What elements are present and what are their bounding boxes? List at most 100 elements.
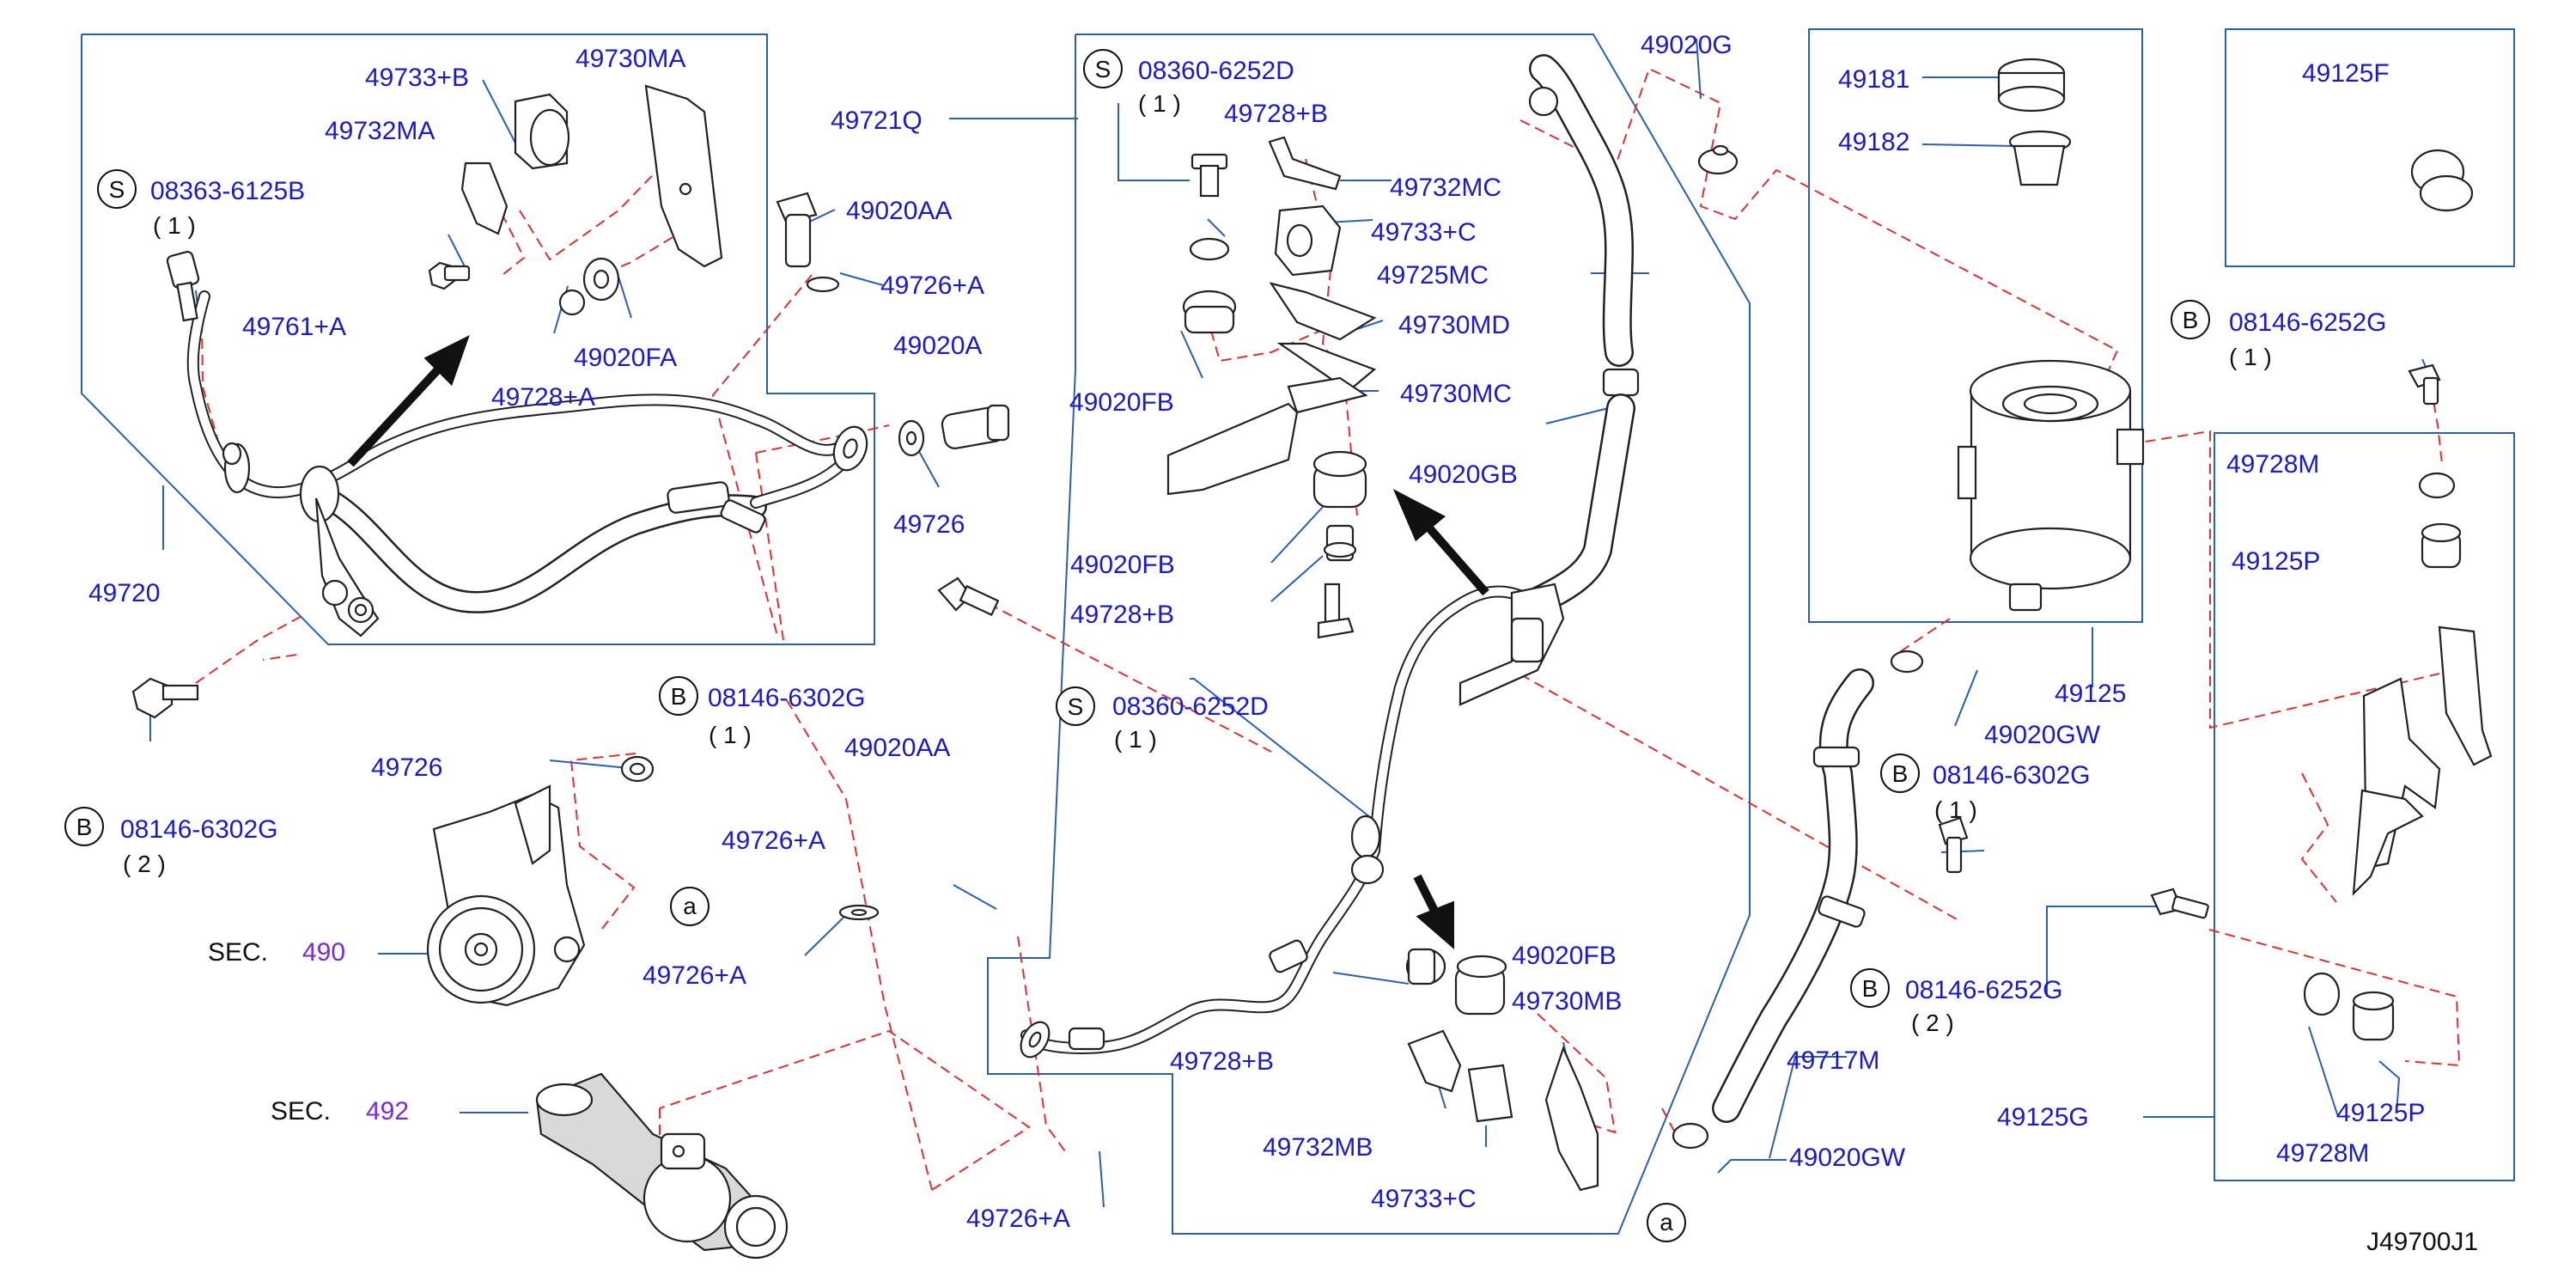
callout-49020aa-mid: 49020AA [844, 734, 950, 762]
badge-b-text: B [671, 683, 687, 710]
callout-49721q: 49721Q [831, 107, 923, 135]
callout-49125f: 49125F [2302, 59, 2390, 88]
badge-b-icon [1880, 753, 1920, 793]
callout-49728-b-top: 49728+B [1224, 100, 1328, 128]
callout-49732mc: 49732MC [1390, 174, 1501, 202]
callout-49720: 49720 [88, 579, 160, 607]
sec-492-prefix: SEC. [271, 1097, 331, 1126]
sec-490-number: 490 [302, 938, 345, 967]
connector-a-label: a [1659, 1209, 1673, 1235]
callout-08146-6302g-right: 08146-6302G [1933, 761, 2091, 790]
lower-center-clamp-group [1405, 948, 1599, 1192]
callout-49182: 49182 [1838, 128, 1909, 156]
callout-08146-6302g-mid: 08146-6302G [708, 684, 866, 712]
callout-49717m: 49717M [1787, 1046, 1879, 1075]
badge-b-icon [1850, 968, 1890, 1008]
badge-b-text: B [76, 814, 93, 840]
callout-49730md: 49730MD [1398, 311, 1510, 339]
badge-s-icon [1083, 49, 1123, 88]
callout-49726-a-mid: 49726+A [722, 827, 825, 855]
badge-s-text: S [1095, 56, 1111, 82]
badge-b-text: B [1862, 975, 1879, 1002]
callout-49733-c-top: 49733+C [1371, 218, 1477, 247]
pressure-pipe-assembly [186, 290, 868, 638]
section-references: SEC. 490 SEC. 492 [208, 938, 409, 1126]
badge-s-text: S [1068, 693, 1084, 720]
center-mount-cluster [1166, 136, 1377, 639]
connector-markers: a a [670, 887, 1686, 1242]
callout-49125p-top: 49125P [2232, 547, 2320, 576]
callout-49726-a-bottom: 49726+A [966, 1205, 1070, 1233]
badge-s-icon [97, 169, 137, 209]
callout-49733-c-low: 49733+C [1371, 1185, 1477, 1213]
badge-b-icon [64, 807, 104, 846]
badge-s-icon [1056, 686, 1095, 726]
callout-49726-a-top: 49726+A [880, 271, 984, 300]
callout-49125g: 49125G [1997, 1103, 2089, 1132]
frame-cap-group [2225, 28, 2515, 267]
return-hose [1459, 54, 1640, 706]
badge-b-text: B [1892, 760, 1909, 787]
callout-49020gb: 49020GB [1409, 461, 1518, 489]
frame-bracket-group [2214, 432, 2515, 1181]
qty-08146-6252g-top: ( 1 ) [2229, 344, 2272, 370]
callout-49020g: 49020G [1641, 31, 1733, 59]
badge-b-icon [2171, 300, 2210, 339]
hose-clamp-49020g [1697, 144, 1739, 175]
callout-08363-6125b: 08363-6125B [150, 177, 305, 205]
callout-49730ma: 49730MA [575, 45, 685, 73]
callout-49020fb-low: 49020FB [1512, 942, 1617, 970]
connector-a-icon [670, 887, 709, 926]
direction-arrows [347, 335, 1489, 949]
callout-49181: 49181 [1838, 65, 1909, 94]
callout-49728-b-mid: 49728+B [1070, 601, 1174, 629]
qty-08146-6302g-right: ( 1 ) [1934, 796, 1977, 823]
callout-49020gw-low: 49020GW [1789, 1144, 1906, 1172]
callout-49726-top: 49726 [893, 510, 965, 539]
callout-49125: 49125 [2055, 680, 2126, 708]
clamp-and-bolts-top-left [428, 84, 723, 316]
callout-49726-mid: 49726 [371, 753, 442, 782]
badge-b-icon [659, 676, 698, 716]
sec-492-number: 492 [366, 1097, 409, 1126]
power-steering-pump [426, 755, 880, 1007]
frame-reservoir-group [1808, 28, 2143, 623]
suction-hose [1672, 650, 1969, 1150]
callout-49725mc: 49725MC [1377, 261, 1489, 290]
callout-49020fb-mid: 49020FB [1070, 551, 1175, 579]
grommet-49125f [2410, 149, 2474, 212]
reservoir-assembly [1957, 58, 2145, 612]
pressure-sensor [166, 251, 200, 322]
frame-left-group [81, 34, 875, 645]
qty-08360-6252d-top: ( 1 ) [1138, 90, 1181, 117]
callout-49125p-low: 49125P [2336, 1099, 2425, 1127]
qty-08146-6302g-mid: ( 1 ) [709, 722, 752, 748]
callout-49726-a-low: 49726+A [642, 961, 746, 990]
callout-49733-b: 49733+B [365, 64, 469, 92]
badge-b-text: B [2183, 307, 2199, 333]
callout-08360-6252d-top: 08360-6252D [1138, 57, 1294, 85]
callout-08146-6252g-low: 08146-6252G [1905, 976, 2063, 1004]
callout-49728-b-low: 49728+B [1170, 1047, 1274, 1076]
callout-49020gw-top: 49020GW [1984, 721, 2101, 749]
connector-a-icon [1647, 1203, 1686, 1242]
bolts-mid-left [131, 192, 1010, 719]
connector-a-label: a [683, 893, 697, 919]
callout-49728m-low: 49728M [2276, 1139, 2369, 1168]
callout-49730mb: 49730MB [1512, 987, 1622, 1016]
callout-49020fa: 49020FA [574, 344, 677, 372]
frame-center-group [987, 34, 1751, 1235]
callout-49020fb-top: 49020FB [1069, 388, 1174, 417]
callout-49728-a: 49728+A [491, 383, 595, 412]
callout-49732mb: 49732MB [1263, 1133, 1373, 1162]
part-labels: 49733+B 49730MA 49732MA S 08363-6125B ( … [64, 31, 2425, 1233]
callout-49732ma: 49732MA [325, 117, 435, 145]
diagram-code: J49700J1 [2366, 1228, 2478, 1256]
callout-49761-a: 49761+A [242, 313, 346, 341]
lower-pressure-pipe [1020, 585, 1539, 1058]
callout-49728m-top: 49728M [2226, 450, 2319, 479]
qty-08363-6125b: ( 1 ) [153, 212, 196, 239]
qty-08146-6302g-left: ( 2 ) [123, 851, 166, 877]
qty-08146-6252g-low: ( 2 ) [1911, 1010, 1954, 1036]
